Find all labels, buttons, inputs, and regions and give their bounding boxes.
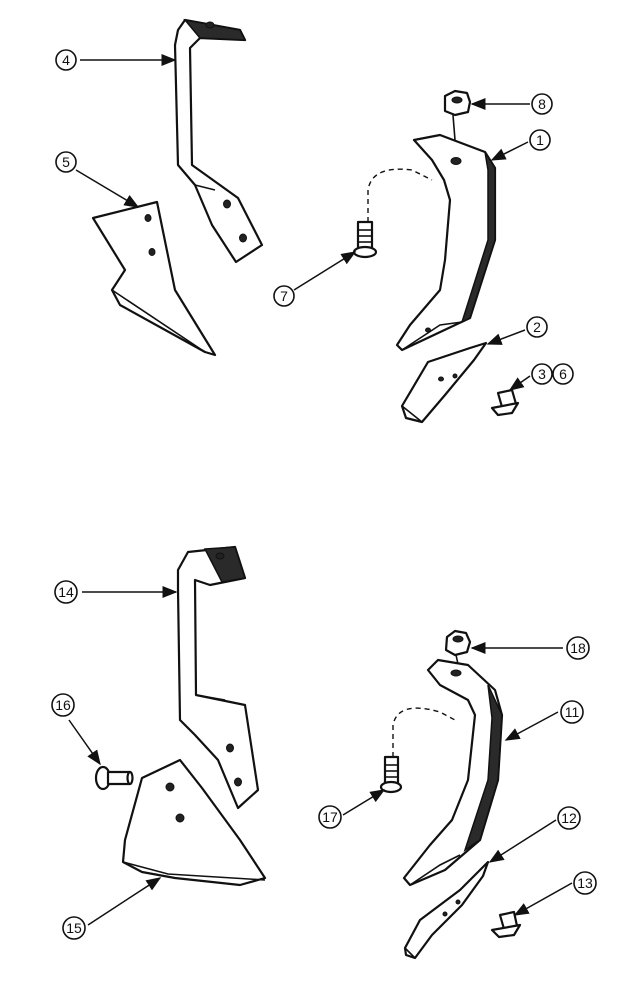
leader-lines [68,54,573,926]
callout-5: 5 [55,151,77,173]
part-12-point [403,860,490,960]
callout-11: 11 [560,700,584,724]
callout-3-label: 3 [538,366,546,382]
part-8-nut [443,89,472,141]
callout-17-label: 17 [322,809,338,825]
callout-7: 7 [273,285,295,307]
callout-8: 8 [531,93,553,115]
part-17-bolt [379,707,456,794]
callout-17: 17 [318,805,342,829]
callout-12-label: 12 [561,810,577,826]
callout-14: 14 [54,580,78,604]
part-18-nut [444,629,472,665]
callout-2: 2 [526,316,548,338]
callout-4-label: 4 [62,52,70,68]
part-7-bolt [352,168,433,259]
callout-14-label: 14 [58,584,74,600]
callout-5-label: 5 [62,154,70,170]
part-3-6-carriage-bolt [490,388,520,417]
callout-13-label: 13 [577,875,593,891]
callout-6-label: 6 [559,366,567,382]
callout-18: 18 [566,636,590,660]
part-11-spring-shank [402,658,504,887]
callout-11-label: 11 [565,704,580,720]
callout-16-label: 16 [55,697,71,713]
callout-6: 6 [552,363,574,385]
part-14-shank [176,545,260,810]
callout-15-label: 15 [66,920,82,936]
part-5-sweep-blade [91,200,217,357]
callout-15: 15 [62,916,86,940]
callout-2-label: 2 [533,319,541,335]
callout-4: 4 [55,49,77,71]
part-13-carriage-bolt [490,910,522,939]
callout-18-label: 18 [570,640,586,656]
callout-7-label: 7 [280,288,288,304]
callout-12: 12 [557,806,581,830]
part-2-point [400,341,488,424]
part-4-shank [173,18,264,264]
callout-8-label: 8 [538,96,546,112]
callout-1: 1 [529,129,551,151]
callout-16: 16 [51,693,75,717]
callout-1-label: 1 [536,132,544,148]
callout-13: 13 [573,871,597,895]
part-16-bolt [94,765,134,791]
part-15-sweep-blade [121,758,267,887]
callout-3: 3 [531,363,553,385]
part-1-spring-shank [395,133,497,352]
